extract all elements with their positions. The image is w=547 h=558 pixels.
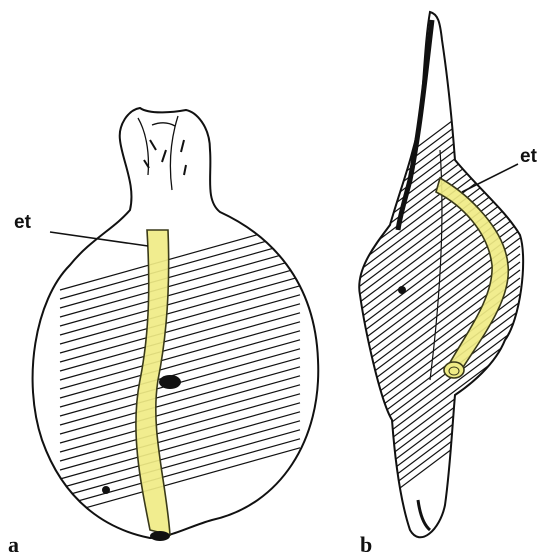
panel-a-label: a xyxy=(8,532,19,557)
panel-b-et-label: et xyxy=(520,146,538,167)
panel-a-body xyxy=(33,108,319,538)
panel-a-et-label: et xyxy=(14,212,32,233)
panel-b-label: b xyxy=(360,532,372,557)
